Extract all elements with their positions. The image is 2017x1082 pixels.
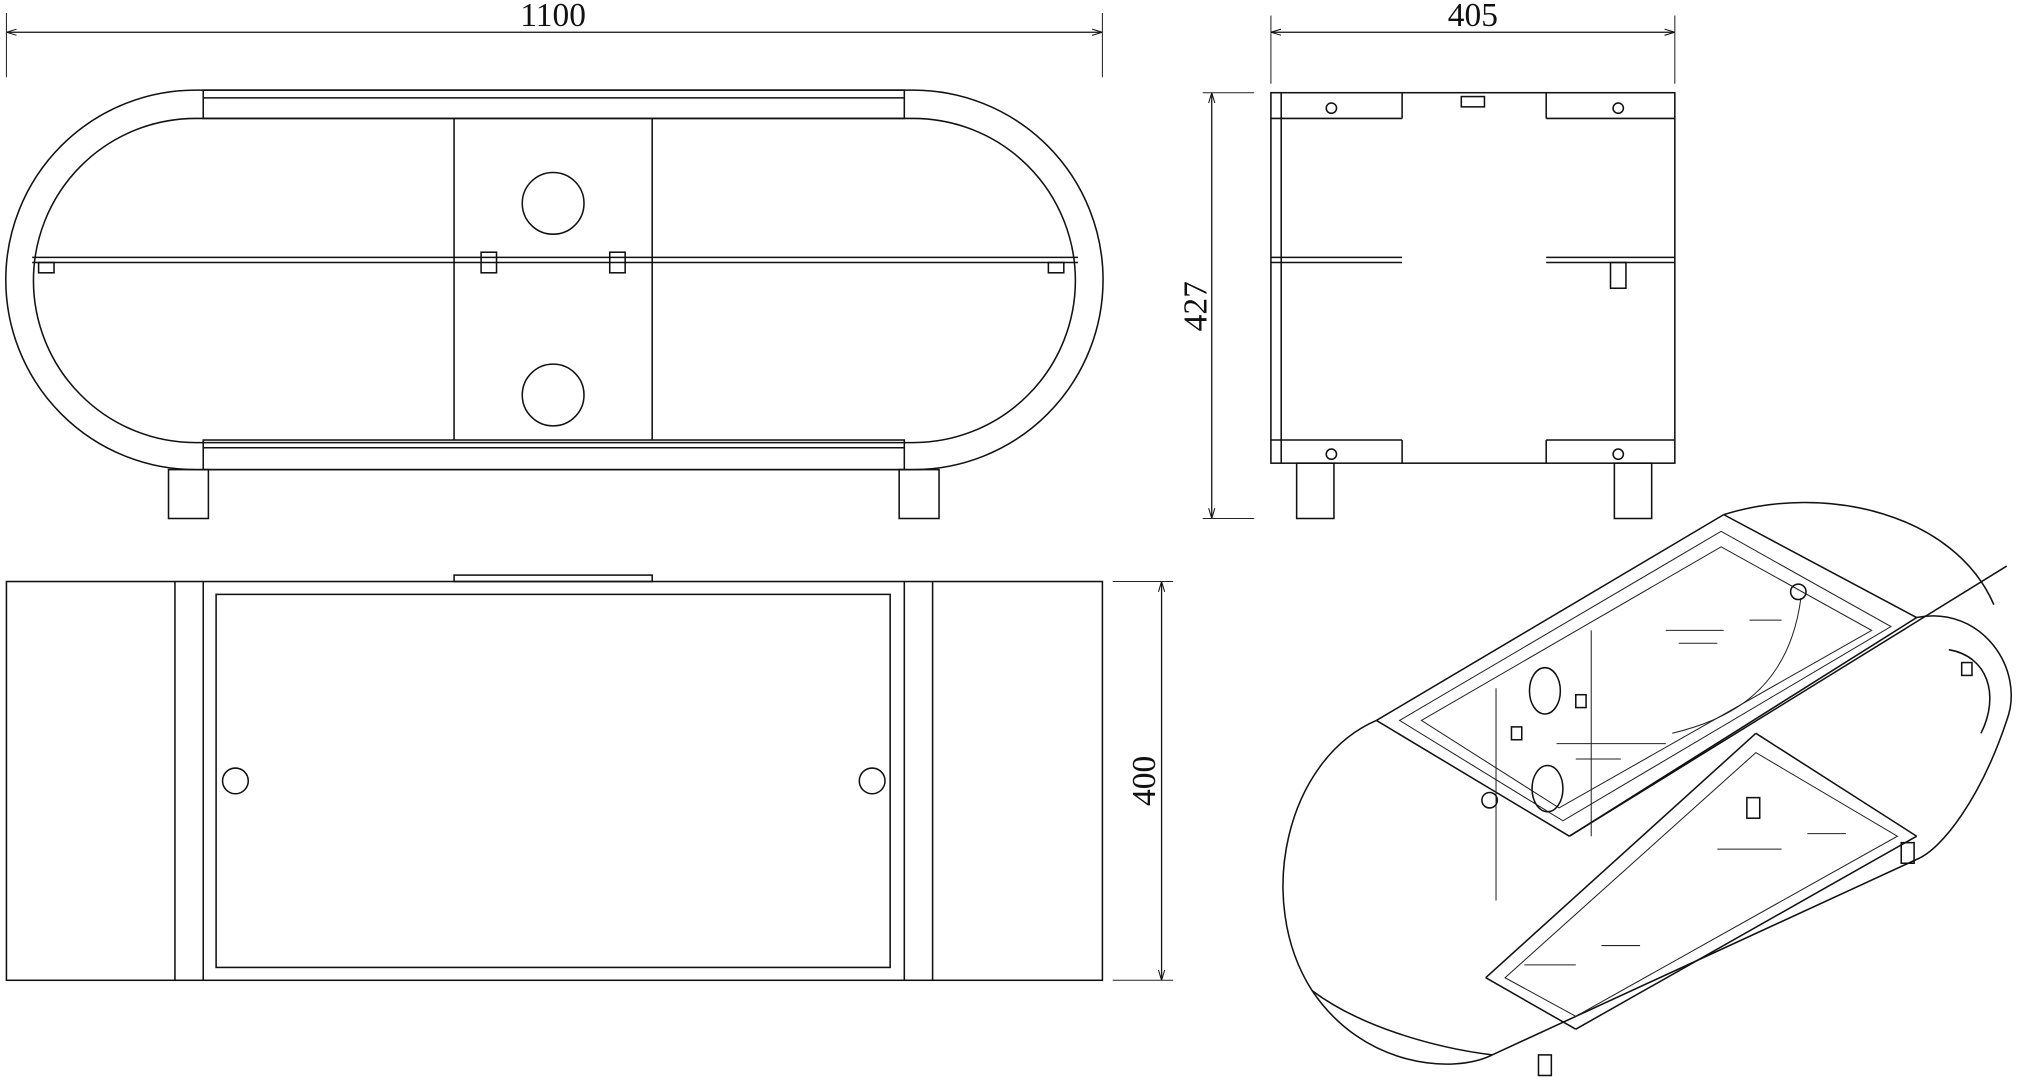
- front-view: 1100: [5, 0, 1104, 520]
- top-depth-dimension: 400: [1126, 756, 1163, 806]
- width-dimension: 1100: [520, 0, 586, 34]
- height-dimension: 427: [1178, 281, 1215, 331]
- side-depth-dimension: 405: [1448, 0, 1498, 34]
- top-view: 400: [5, 574, 1174, 982]
- side-view: 405 427: [1178, 0, 1676, 520]
- isometric-view: [1282, 501, 2012, 1077]
